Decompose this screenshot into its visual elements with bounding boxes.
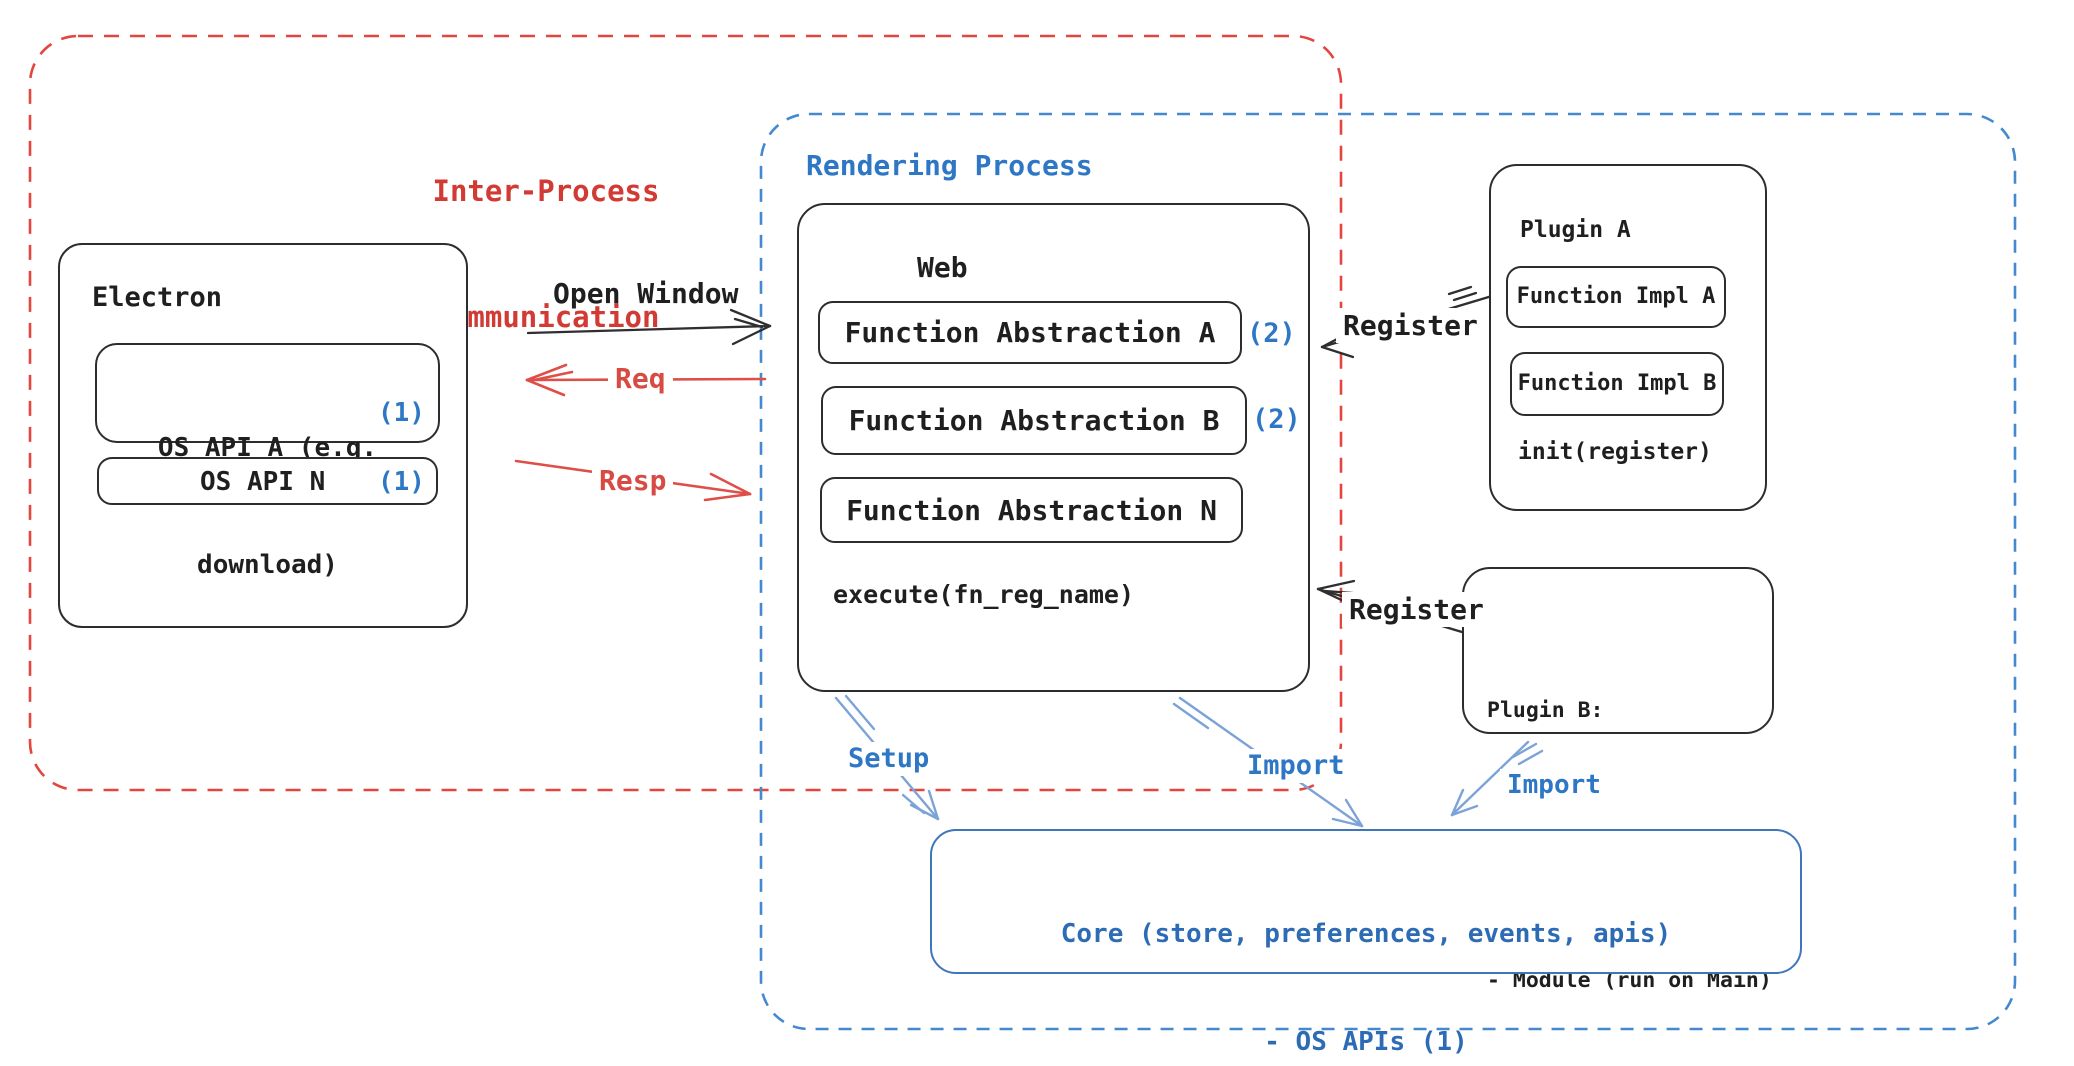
function-abstraction-a-box: Function Abstraction A bbox=[818, 301, 1242, 364]
function-abstraction-a-label: Function Abstraction A bbox=[844, 316, 1216, 349]
execute-label: execute(fn_reg_name) bbox=[833, 580, 1135, 609]
core-text: Core (store, preferences, events, apis) … bbox=[930, 844, 1802, 1066]
import-web-label: Import bbox=[1240, 749, 1352, 783]
plugin-a-box bbox=[1489, 164, 1767, 511]
open-window-arrow bbox=[526, 308, 772, 346]
setup-label: Setup bbox=[841, 742, 937, 776]
core-line1: Core (store, preferences, events, apis) bbox=[1060, 919, 1672, 949]
function-impl-b-label: Function Impl B bbox=[1517, 371, 1717, 397]
ipc-group-label: Inter-Process Communication bbox=[424, 86, 668, 422]
init-register-label: init(register) bbox=[1518, 439, 1712, 465]
register-top-label: Register bbox=[1336, 308, 1485, 343]
function-impl-b-box: Function Impl B bbox=[1510, 352, 1724, 416]
core-box bbox=[930, 829, 1802, 974]
function-impl-a-box: Function Impl A bbox=[1506, 266, 1726, 328]
core-line2: - OS APIs (1) bbox=[1264, 1027, 1468, 1057]
electron-title: Electron bbox=[92, 282, 223, 313]
function-abstraction-b-badge: (2) bbox=[1252, 404, 1301, 435]
function-abstraction-n-label: Function Abstraction N bbox=[846, 493, 1217, 527]
resp-label: Resp bbox=[592, 463, 674, 498]
os-api-a-badge: (1) bbox=[378, 398, 425, 428]
rendering-group-label: Rendering Process bbox=[806, 149, 1093, 182]
req-label: Req bbox=[608, 361, 673, 396]
ipc-dashed-border bbox=[28, 34, 1343, 792]
ipc-label-line1: Inter-Process bbox=[432, 174, 660, 208]
register-bottom-label: Register bbox=[1342, 592, 1491, 627]
function-abstraction-b-box: Function Abstraction B bbox=[821, 386, 1247, 455]
import-plugin-label: Import bbox=[1500, 769, 1608, 802]
os-api-a-box bbox=[95, 343, 440, 443]
os-api-a-line2: download) bbox=[197, 550, 338, 580]
function-abstraction-n-box: Function Abstraction N bbox=[820, 477, 1243, 543]
function-impl-a-label: Function Impl A bbox=[1516, 284, 1716, 310]
os-api-n-text: OS API N bbox=[200, 467, 326, 497]
setup-arrow bbox=[834, 694, 940, 821]
rendering-dashed-border bbox=[759, 112, 2017, 1031]
plugin-a-title: Plugin A bbox=[1520, 217, 1631, 243]
plugin-b-box bbox=[1462, 567, 1774, 734]
ipc-label-line2: Communication bbox=[432, 300, 660, 334]
open-window-label: Open Window bbox=[553, 277, 739, 310]
function-abstraction-a-badge: (2) bbox=[1247, 318, 1296, 349]
web-title: Web bbox=[917, 251, 968, 284]
function-abstraction-b-label: Function Abstraction B bbox=[848, 404, 1220, 437]
import-plugin-arrow bbox=[1450, 740, 1544, 817]
os-api-n-badge: (1) bbox=[378, 467, 425, 497]
plugin-b-line1: Plugin B: bbox=[1487, 698, 1604, 723]
os-api-n-box bbox=[97, 457, 438, 505]
